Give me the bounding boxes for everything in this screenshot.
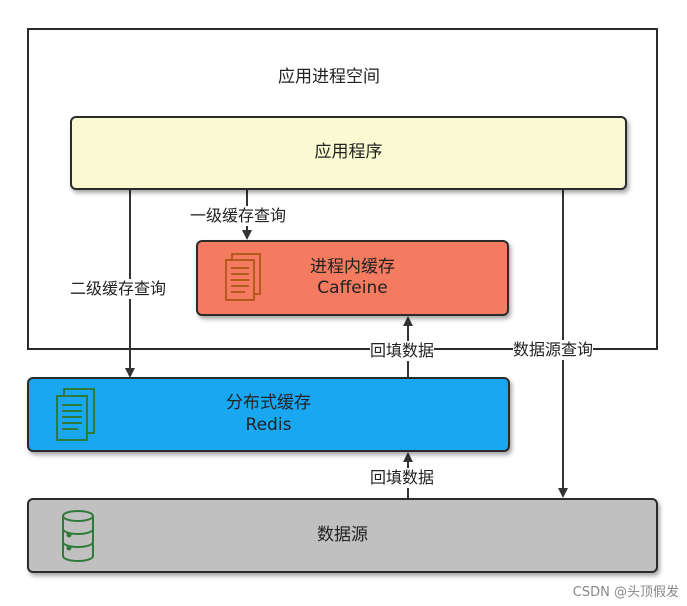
document-stack-icon bbox=[225, 253, 261, 301]
local-cache-label: 进程内缓存 bbox=[310, 256, 395, 277]
backfill-local-label: 回填数据 bbox=[370, 341, 435, 361]
distributed-cache-label: 分布式缓存 bbox=[226, 393, 311, 414]
process-space-boundary bbox=[27, 28, 658, 350]
backfill-redis-label: 回填数据 bbox=[370, 468, 435, 488]
l1-query-label: 一级缓存查询 bbox=[190, 206, 287, 226]
l2-query-label: 二级缓存查询 bbox=[70, 279, 167, 299]
application-label: 应用程序 bbox=[314, 142, 383, 163]
ds-query-label: 数据源查询 bbox=[513, 340, 594, 360]
database-icon bbox=[62, 510, 94, 562]
document-stack-icon bbox=[56, 388, 95, 441]
local-cache-sub: Caffeine bbox=[317, 278, 388, 298]
datasource-label: 数据源 bbox=[317, 524, 368, 545]
process-space-title: 应用进程空间 bbox=[278, 67, 380, 87]
distributed-cache-sub: Redis bbox=[245, 414, 292, 435]
watermark: CSDN @头顶假发 bbox=[572, 585, 679, 600]
datasource-box: 数据源 bbox=[27, 498, 658, 573]
distributed-cache-box: 分布式缓存 Redis bbox=[27, 377, 510, 452]
application-box: 应用程序 bbox=[70, 116, 627, 190]
